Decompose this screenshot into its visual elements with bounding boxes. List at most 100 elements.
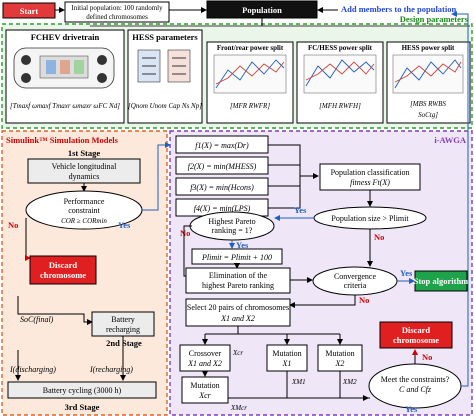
mutation-xcr-line2: Xcr [198, 391, 211, 400]
discard-left-line2: chromosome [40, 270, 86, 280]
crossover-box [179, 344, 231, 372]
elimination-box [185, 267, 291, 294]
plimit-update-text: Plimit = Plimit + 100 [201, 253, 272, 262]
battery-cycling-box [7, 381, 157, 399]
population-size-text: Population size > Plimit [331, 214, 409, 223]
soc-final-label: SoC(final) [20, 315, 54, 324]
classification-line1: Population classification [331, 168, 410, 177]
arrows-objectives-to-classification [268, 144, 318, 209]
convergence-line2: criteria [344, 281, 367, 290]
hess-params: [Qnom Unom Cap Ns Np] [128, 102, 202, 110]
select-pairs-line2: X1 and X2 [220, 314, 255, 323]
yes-label-left: Yes [118, 220, 131, 230]
i-discharging-label: I(discharging) [9, 365, 56, 374]
fc-hess-split-title: FC/HESS power split [308, 44, 373, 52]
battery-recharging-line1: Battery [111, 315, 135, 324]
vehicle-schematic-icon [13, 47, 115, 89]
no-label-constraints: No [422, 352, 432, 362]
elimination-line2: highest Pareto ranking [202, 281, 274, 290]
objective-f1-text: f1(X) = max(Dr) [195, 141, 249, 150]
fc-hess-split-chart-icon [303, 54, 377, 94]
mutation-x1-line2: X1 [282, 359, 292, 368]
no-label-pareto: No [180, 228, 190, 238]
no-label-convergence: No [359, 295, 369, 305]
arrow-soc-final [17, 296, 93, 325]
fc-hess-split-params: [MFH RWFH] [319, 102, 361, 110]
stage-1-label: 1st Stage [68, 148, 101, 158]
iawga-label: i-AWGA [434, 135, 467, 145]
simulink-label: Simulink™ Simulation Models [6, 135, 119, 145]
start-label: Start [20, 6, 39, 16]
yes-label-constraints: Yes [405, 404, 418, 414]
longitudinal-dynamics-box [27, 158, 141, 184]
mutation-x1-line1: Mutation [272, 349, 301, 358]
stage-3-label: 3rd Stage [65, 402, 100, 412]
design-parameters-label: Design parameters [400, 14, 469, 24]
objective-f3-text: f3(X) = min(Hcons) [190, 183, 254, 192]
front-rear-split-params: [MFR RWFR] [230, 102, 270, 110]
no-label-left: No [8, 220, 18, 230]
elimination-line1: Elimination of the [209, 271, 268, 280]
meet-constraints-line1: Meet the constraints? [381, 375, 450, 384]
yes-label-pareto: Yes [236, 240, 249, 250]
hess-parameters-title: HESS parameters [132, 32, 198, 42]
xm1-label: XM1 [291, 378, 306, 386]
xmcr-label: XMcr [230, 404, 247, 412]
mutation-xcr-line1: Mutation [190, 381, 219, 390]
constraint-line2: constraint [68, 206, 100, 215]
select-pairs-box [185, 298, 291, 327]
population-label: Population [242, 5, 282, 15]
classification-line2: fitness Ft(X) [350, 178, 390, 187]
mutation-x2-line2: X2 [335, 359, 345, 368]
pareto-line2: ranking = 1? [212, 226, 253, 235]
arrow-constraint-yes [142, 142, 171, 211]
mutation-x2-box [317, 344, 363, 372]
discard-left-line1: Discard [49, 260, 78, 270]
mutation-xcr-box [181, 376, 229, 404]
yes-label-size: Yes [294, 205, 307, 215]
yes-label-convergence: Yes [400, 268, 413, 278]
xcr-label: Xcr [232, 349, 243, 357]
front-rear-split-title: Front/rear power split [217, 44, 284, 52]
discard-right-line1: Discard [402, 325, 431, 335]
operator-merge-lines [228, 371, 370, 399]
discard-right-line2: chromosome [393, 335, 439, 345]
initial-population-line2: defined chromosomes [86, 13, 148, 21]
hess-split-params-2: SoCtg] [418, 111, 438, 119]
discard-chromosome-right [379, 321, 453, 349]
objective-f4-text: f4(X) = min(LPS) [194, 204, 251, 213]
meet-constraints-line2: C and Cfz [399, 385, 432, 394]
crossover-line2: X1 and X2 [187, 359, 222, 368]
longitudinal-dynamics-line2: dynamics [69, 172, 100, 181]
fchev-parameters: [Tmaxf ωmaxf Tmaxr ωmaxr ωFC Nd] [10, 102, 120, 110]
add-members-label: Add members to the population [341, 4, 457, 14]
hess-split-title: HESS power split [402, 44, 455, 52]
fchev-drivetrain-title: FCHEV drivetrain [31, 32, 100, 42]
stage-2-label: 2nd Stage [106, 338, 142, 348]
battery-cycling-label: Battery cycling (3000 h) [43, 386, 122, 395]
initial-population-box [64, 1, 170, 23]
hess-split-chart-icon [392, 54, 464, 94]
front-rear-split-chart-icon [213, 54, 287, 94]
arrow-yes-add-members [451, 11, 469, 387]
initial-population-line1: Initial population: 100 randomly [71, 4, 163, 12]
battery-recharging-line2: recharging [106, 325, 140, 334]
xm2-label: XM2 [342, 378, 357, 386]
select-pairs-line1: Select 20 pairs of chromosomes [187, 303, 289, 312]
constraint-line3: COR ≥ CORmin [61, 217, 107, 225]
arrow-constraint-no [25, 218, 31, 261]
arrow-convergence-no [289, 295, 356, 308]
longitudinal-dynamics-line1: Vehicle longitudinal [52, 162, 117, 171]
population-classification-box [319, 163, 421, 191]
i-recharging-label: I(recharging) [89, 365, 133, 374]
hess-split-params: [MBS RWBS [410, 100, 446, 108]
stop-algorithm-terminal [414, 270, 468, 292]
convergence-line1: Convergence [334, 272, 377, 281]
hess-cells-icon [137, 49, 191, 83]
mutation-x2-line1: Mutation [325, 349, 354, 358]
crossover-line1: Crossover [189, 349, 222, 358]
stop-algorithm-label: Stop algorithm [414, 276, 469, 286]
no-label-size: No [374, 232, 384, 242]
